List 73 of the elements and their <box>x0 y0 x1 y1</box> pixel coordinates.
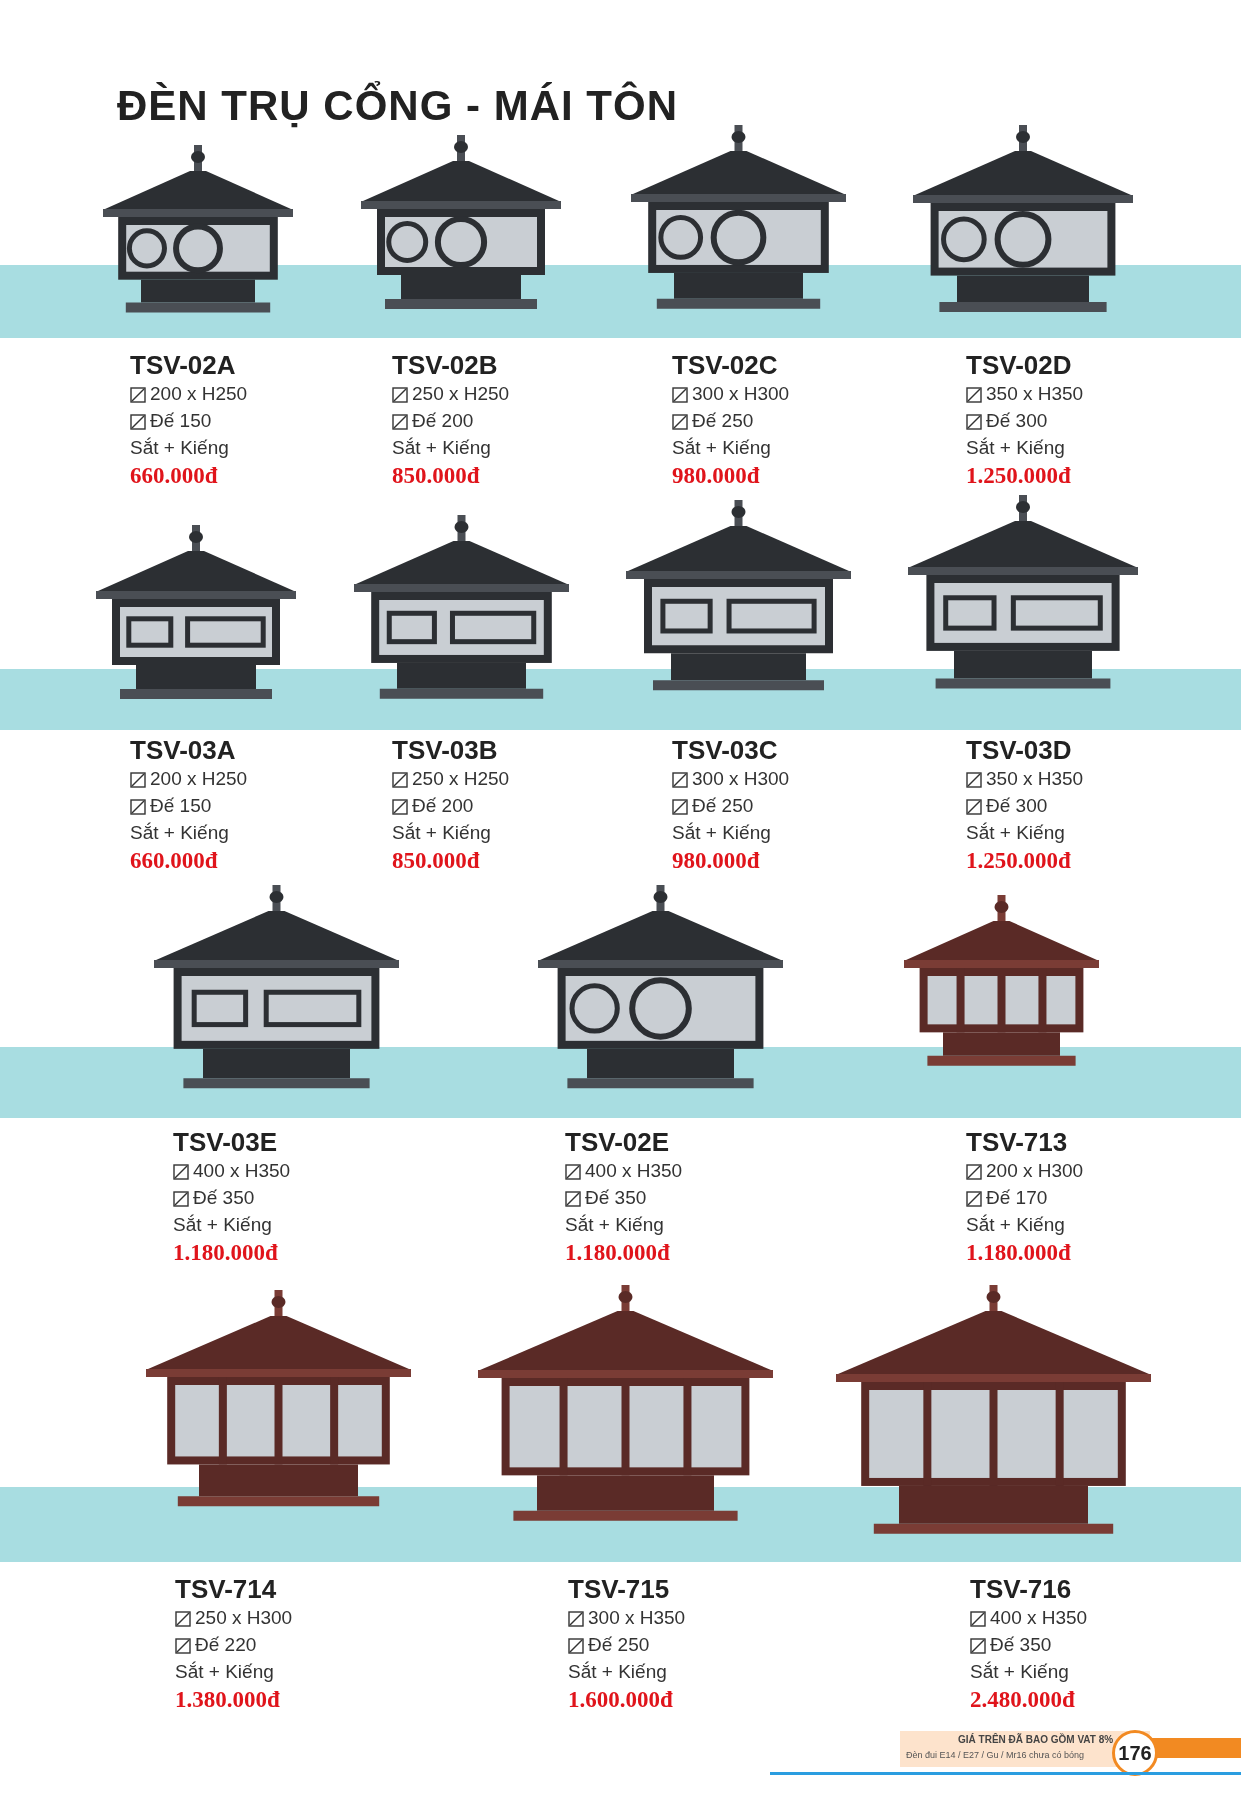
price-text: 980.000đ <box>672 848 760 874</box>
base-size-text: Đế 200 <box>412 410 474 432</box>
price-text: 1.180.000đ <box>173 1240 278 1266</box>
material-text: Sắt + Kiếng <box>672 437 771 459</box>
model-name: TSV-03B <box>392 735 498 766</box>
base-size-text: Đế 250 <box>692 795 754 817</box>
model-name: TSV-03D <box>966 735 1072 766</box>
price-text: 1.380.000đ <box>175 1687 280 1713</box>
size-text: 250 x H250 <box>412 768 510 790</box>
material-text: Sắt + Kiếng <box>392 437 491 459</box>
model-name: TSV-716 <box>970 1574 1072 1605</box>
base-size-text: Đế 250 <box>588 1634 650 1656</box>
price-text: 980.000đ <box>672 463 760 489</box>
size-text: 200 x H300 <box>986 1160 1084 1182</box>
model-name: TSV-715 <box>568 1574 670 1605</box>
material-text: Sắt + Kiếng <box>392 822 491 844</box>
model-name: TSV-03A <box>130 735 236 766</box>
size-text: 300 x H350 <box>588 1607 686 1629</box>
material-text: Sắt + Kiếng <box>966 1214 1065 1236</box>
model-name: TSV-03C <box>672 735 778 766</box>
model-name: TSV-02D <box>966 350 1072 381</box>
material-text: Sắt + Kiếng <box>970 1661 1069 1683</box>
model-name: TSV-03E <box>173 1127 278 1158</box>
size-text: 350 x H350 <box>986 383 1084 405</box>
material-text: Sắt + Kiếng <box>966 822 1065 844</box>
base-size-text: Đế 150 <box>150 795 212 817</box>
page-title: ĐÈN TRỤ CỔNG - MÁI TÔN <box>117 82 678 130</box>
price-text: 850.000đ <box>392 848 480 874</box>
material-text: Sắt + Kiếng <box>175 1661 274 1683</box>
base-size-text: Đế 350 <box>990 1634 1052 1656</box>
price-text: 1.180.000đ <box>565 1240 670 1266</box>
price-text: 660.000đ <box>130 463 218 489</box>
price-text: 1.180.000đ <box>966 1240 1071 1266</box>
size-text: 400 x H350 <box>990 1607 1088 1629</box>
size-text: 200 x H250 <box>150 383 248 405</box>
base-size-text: Đế 150 <box>150 410 212 432</box>
material-text: Sắt + Kiếng <box>672 822 771 844</box>
size-text: 400 x H350 <box>585 1160 683 1182</box>
base-size-text: Đế 350 <box>193 1187 255 1209</box>
base-size-text: Đế 300 <box>986 410 1048 432</box>
model-name: TSV-02B <box>392 350 498 381</box>
price-text: 1.250.000đ <box>966 463 1071 489</box>
size-text: 400 x H350 <box>193 1160 291 1182</box>
base-size-text: Đế 170 <box>986 1187 1048 1209</box>
model-name: TSV-714 <box>175 1574 277 1605</box>
material-text: Sắt + Kiếng <box>130 822 229 844</box>
price-text: 850.000đ <box>392 463 480 489</box>
price-text: 1.250.000đ <box>966 848 1071 874</box>
model-name: TSV-02A <box>130 350 236 381</box>
material-text: Sắt + Kiếng <box>568 1661 667 1683</box>
price-text: 660.000đ <box>130 848 218 874</box>
size-text: 250 x H250 <box>412 383 510 405</box>
price-text: 2.480.000đ <box>970 1687 1075 1713</box>
model-name: TSV-02E <box>565 1127 670 1158</box>
size-text: 300 x H300 <box>692 768 790 790</box>
size-text: 250 x H300 <box>195 1607 293 1629</box>
size-text: 300 x H300 <box>692 383 790 405</box>
model-name: TSV-02C <box>672 350 778 381</box>
material-text: Sắt + Kiếng <box>966 437 1065 459</box>
base-size-text: Đế 250 <box>692 410 754 432</box>
size-text: 200 x H250 <box>150 768 248 790</box>
model-name: TSV-713 <box>966 1127 1068 1158</box>
material-text: Sắt + Kiếng <box>130 437 229 459</box>
material-text: Sắt + Kiếng <box>565 1214 664 1236</box>
base-size-text: Đế 300 <box>986 795 1048 817</box>
bulb-note: Đèn đui E14 / E27 / Gu / Mr16 chưa có bóng <box>906 1750 1085 1760</box>
base-size-text: Đế 200 <box>412 795 474 817</box>
size-text: 350 x H350 <box>986 768 1084 790</box>
material-text: Sắt + Kiếng <box>173 1214 272 1236</box>
base-size-text: Đế 350 <box>585 1187 647 1209</box>
price-text: 1.600.000đ <box>568 1687 673 1713</box>
base-size-text: Đế 220 <box>195 1634 257 1656</box>
vat-note: GIÁ TRÊN ĐÃ BAO GỒM VAT 8% <box>958 1734 1114 1745</box>
